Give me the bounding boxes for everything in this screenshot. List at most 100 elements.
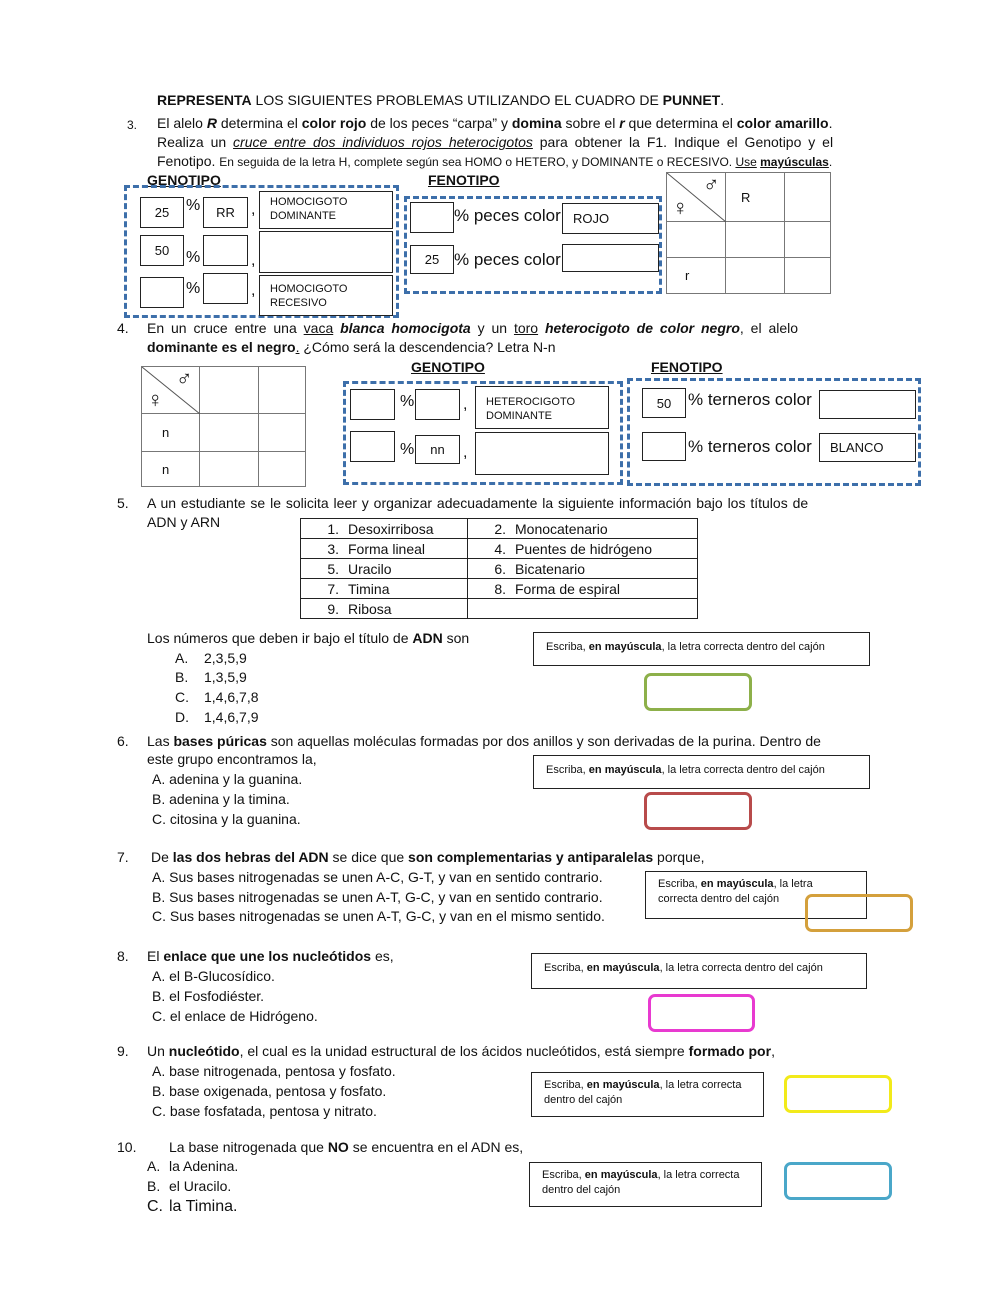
q5-number: 5. xyxy=(117,495,129,511)
q3-row2-percent[interactable]: 50 xyxy=(140,235,184,266)
q3-row1-genotype[interactable]: RR xyxy=(203,197,248,228)
table-cell: 6.Bicatenario xyxy=(467,558,698,579)
q3-punnett-cell[interactable] xyxy=(784,221,831,258)
q4-punnett-cell[interactable] xyxy=(258,451,306,487)
q4-fen2-color[interactable]: BLANCO xyxy=(819,433,916,462)
q4-punnett-cell[interactable] xyxy=(199,413,259,452)
q3-row1-percent[interactable]: 25 xyxy=(140,197,184,228)
q6-answer-box[interactable] xyxy=(644,792,752,830)
q10-answer-box[interactable] xyxy=(784,1162,892,1200)
q4-punnett-top-1[interactable] xyxy=(199,366,259,414)
q4-fenotipo-frame xyxy=(627,378,921,486)
q4-genotipo-frame xyxy=(343,381,623,485)
q4-punnett-left-2[interactable]: n xyxy=(141,451,200,487)
q3-row2-pct-sign: % xyxy=(186,249,201,266)
q4-row2-percent[interactable] xyxy=(350,431,395,462)
q5-answer-box[interactable] xyxy=(644,673,752,711)
table-cell: 9.Ribosa xyxy=(300,598,468,619)
q3-row2-type[interactable] xyxy=(259,231,393,273)
q4-row1-genotype[interactable] xyxy=(415,389,460,420)
q3-punnett-cell[interactable] xyxy=(725,257,785,294)
q5-option-c: C.1,4,6,7,8 xyxy=(175,689,259,705)
q3-fen1-label: % peces color xyxy=(454,206,561,225)
q4-punnett-square: ♂ ♀ n n xyxy=(141,366,306,487)
q3-punnett-top-1[interactable]: R xyxy=(725,172,785,222)
table-cell: 5.Uracilo xyxy=(300,558,468,579)
q3-genotipo-heading: GENOTIPO xyxy=(147,172,221,188)
q4-line-1: En un cruce entre una vaca blanca homoci… xyxy=(147,320,799,336)
q4-number: 4. xyxy=(117,320,129,336)
q4-row2-genotype[interactable]: nn xyxy=(415,435,460,464)
q9-option-b: B. base oxigenada, pentosa y fosfato. xyxy=(152,1083,387,1099)
q4-fen2-label: % terneros color xyxy=(688,437,812,456)
q4-row1-pct-sign: % xyxy=(400,393,415,410)
table-cell xyxy=(467,598,698,619)
male-symbol-icon: ♂ xyxy=(703,172,720,197)
q3-row1-pct-sign: % xyxy=(186,197,201,214)
q5-option-d: D.1,4,6,7,9 xyxy=(175,709,259,725)
q8-option-a: A. el B-Glucosídico. xyxy=(152,968,275,984)
q3-punnett-top-2[interactable] xyxy=(784,172,831,222)
q4-fenotipo-heading: FENOTIPO xyxy=(651,359,723,375)
female-symbol-icon: ♀ xyxy=(147,387,164,412)
q3-fen1-percent[interactable] xyxy=(410,202,454,233)
q3-fen2-percent[interactable]: 25 xyxy=(410,245,454,274)
q7-line-1: De las dos hebras del ADN se dice que so… xyxy=(151,849,705,865)
q4-row1-type[interactable]: HETEROCIGOTO DOMINANTE xyxy=(475,386,609,429)
q4-genotipo-heading: GENOTIPO xyxy=(411,359,485,375)
q5-instruction: Escriba, en mayúscula, la letra correcta… xyxy=(533,632,870,666)
q4-line-2: dominante es el negro. ¿Cómo será la des… xyxy=(147,339,556,355)
q5-option-a: A.2,3,5,9 xyxy=(175,650,247,666)
q10-option-a: A.la Adenina. xyxy=(147,1158,239,1174)
q3-punnett-left-1[interactable] xyxy=(666,221,726,258)
page-header: REPRESENTA LOS SIGUIENTES PROBLEMAS UTIL… xyxy=(157,92,725,108)
q3-punnett-cell[interactable] xyxy=(725,221,785,258)
q10-number: 10. xyxy=(117,1139,137,1155)
q10-option-b: B.el Uracilo. xyxy=(147,1178,232,1194)
q6-line-2: este grupo encontramos la, xyxy=(147,751,317,767)
q3-fen1-color[interactable]: ROJO xyxy=(562,203,659,234)
table-cell: 1.Desoxirribosa xyxy=(300,518,468,539)
q9-option-a: A. base nitrogenada, pentosa y fosfato. xyxy=(152,1063,396,1079)
q4-punnett-corner: ♂ ♀ xyxy=(141,366,200,414)
q3-fen2-label: % peces color xyxy=(454,250,561,269)
q4-punnett-cell[interactable] xyxy=(258,413,306,452)
q9-option-c: C. base fosfatada, pentosa y nitrato. xyxy=(152,1103,377,1119)
q4-fen1-color[interactable] xyxy=(819,390,916,419)
q3-row3-percent[interactable] xyxy=(140,277,184,308)
q3-row3-genotype[interactable] xyxy=(203,273,248,304)
q4-row1-percent[interactable] xyxy=(350,389,395,420)
q9-instruction: Escriba, en mayúscula, la letra correcta… xyxy=(531,1072,764,1117)
q4-punnett-left-1[interactable]: n xyxy=(141,413,200,452)
q7-option-c: C. Sus bases nitrogenadas se unen A-T, G… xyxy=(152,908,605,924)
q4-row2-type[interactable] xyxy=(475,432,609,475)
q8-number: 8. xyxy=(117,948,129,964)
q7-answer-box[interactable] xyxy=(805,894,913,932)
q4-fen1-percent[interactable]: 50 xyxy=(642,388,686,418)
q8-option-b: B. el Fosfodiéster. xyxy=(152,988,265,1004)
q3-genotipo-frame xyxy=(124,185,399,318)
q4-punnett-top-2[interactable] xyxy=(258,366,306,414)
q3-row3-type[interactable]: HOMOCIGOTO RECESIVO xyxy=(259,275,393,316)
q3-punnett-cell[interactable] xyxy=(784,257,831,294)
table-cell: 4.Puentes de hidrógeno xyxy=(467,538,698,559)
q8-answer-box[interactable] xyxy=(648,994,755,1032)
q3-punnett-left-2[interactable]: r xyxy=(666,257,726,294)
q4-punnett-cell[interactable] xyxy=(199,451,259,487)
q3-fenotipo-frame xyxy=(404,196,662,294)
q3-row2-genotype[interactable] xyxy=(203,235,248,266)
q4-fen2-percent[interactable] xyxy=(642,432,686,461)
q9-answer-box[interactable] xyxy=(784,1075,892,1113)
q10-line-1: La base nitrogenada que NO se encuentra … xyxy=(169,1139,524,1155)
q10-instruction: Escriba, en mayúscula, la letra correcta… xyxy=(529,1162,762,1207)
q5-line-1: A un estudiante se le solicita leer y or… xyxy=(147,495,809,511)
table-cell: 3.Forma lineal xyxy=(300,538,468,559)
q3-line-3: Fenotipo. En seguida de la letra H, comp… xyxy=(157,153,833,169)
q4-row2-comma: , xyxy=(463,444,468,461)
q3-row1-type[interactable]: HOMOCIGOTO DOMINANTE xyxy=(259,191,393,229)
table-cell: 2.Monocatenario xyxy=(467,518,698,539)
q5-info-table: 1.Desoxirribosa 2.Monocatenario 3.Forma … xyxy=(300,518,698,619)
q7-option-a: A. Sus bases nitrogenadas se unen A-C, G… xyxy=(152,869,603,885)
q3-fen2-color[interactable] xyxy=(562,244,659,272)
q3-punnett-corner: ♂ ♀ xyxy=(666,172,726,222)
